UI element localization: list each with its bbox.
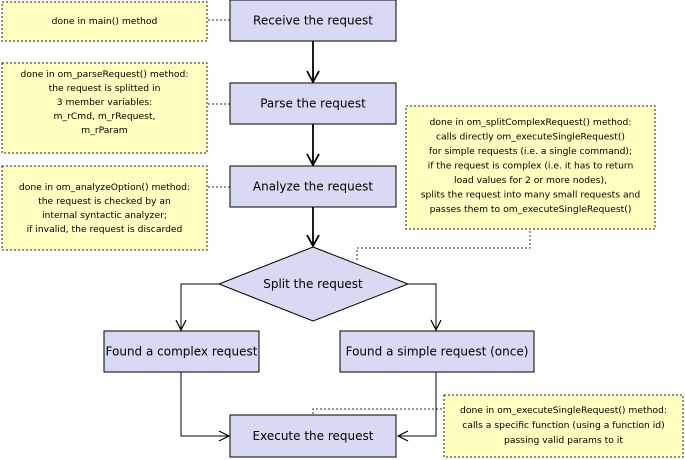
note-execute-line: done in om_executeSingleRequest() method… (460, 405, 667, 416)
note-split-line: for simple requests (i.e. a single comma… (429, 146, 632, 157)
note-analyze-line: if invalid, the request is discarded (27, 224, 183, 235)
node-receive-label: Receive the request (253, 14, 373, 28)
node-simple: Found a simple request (once) (339, 330, 535, 373)
node-execute-label: Execute the request (253, 429, 374, 443)
node-simple-label: Found a simple request (once) (346, 345, 529, 359)
node-parse: Parse the request (229, 82, 397, 125)
node-complex-label: Found a complex request (106, 345, 258, 359)
note-analyze: done in om_analyzeOption() method: the r… (1, 165, 208, 251)
note-execute: done in om_executeSingleRequest() method… (443, 394, 684, 458)
connector-split (356, 229, 531, 260)
note-split-line: splits the request into many small reque… (421, 190, 640, 201)
edge-complex-execute (180, 372, 229, 436)
note-analyze-line: the request is checked by an (38, 196, 171, 207)
note-parse-line: done in om_parseRequest() method: (21, 69, 189, 80)
note-execute-line: calls a specific function (using a funct… (462, 420, 664, 431)
note-split-line: done in om_splitComplexRequest() method: (430, 117, 632, 128)
edge-simple-execute (398, 372, 437, 436)
note-analyze-line: internal syntactic analyzer; (42, 210, 167, 221)
node-execute: Execute the request (229, 414, 397, 458)
note-parse-line: 3 member variables: (57, 97, 152, 108)
node-analyze-label: Analyze the request (253, 180, 374, 194)
note-parse-line: m_rParam (81, 125, 127, 136)
node-split-label: Split the request (263, 277, 363, 291)
note-parse-line: m_rCmd, m_rRequest, (54, 111, 156, 122)
note-main-line: done in main() method (52, 16, 158, 27)
note-split-line: if the request is complex (i.e. it has t… (428, 161, 634, 172)
node-parse-label: Parse the request (260, 97, 366, 111)
note-analyze-line: done in om_analyzeOption() method: (19, 182, 190, 193)
node-split: Split the request (217, 246, 410, 322)
node-receive: Receive the request (229, 0, 397, 42)
note-execute-line: passing valid params to it (504, 435, 623, 446)
note-split-line: passes them to om_executeSingleRequest() (430, 204, 632, 215)
note-main: done in main() method (1, 1, 208, 42)
note-split-line: calls directly om_executeSingleRequest() (436, 132, 625, 143)
note-split-line: load values for 2 or more nodes), (454, 175, 607, 186)
edge-split-simple (408, 283, 436, 330)
node-analyze: Analyze the request (229, 165, 397, 208)
node-complex: Found a complex request (103, 330, 260, 373)
edge-split-complex (181, 283, 219, 330)
note-parse-line: the request is splitted in (49, 83, 161, 94)
note-parse: done in om_parseRequest() method: the re… (1, 62, 208, 154)
note-split: done in om_splitComplexRequest() method:… (405, 105, 656, 230)
connector-execute (312, 408, 444, 414)
